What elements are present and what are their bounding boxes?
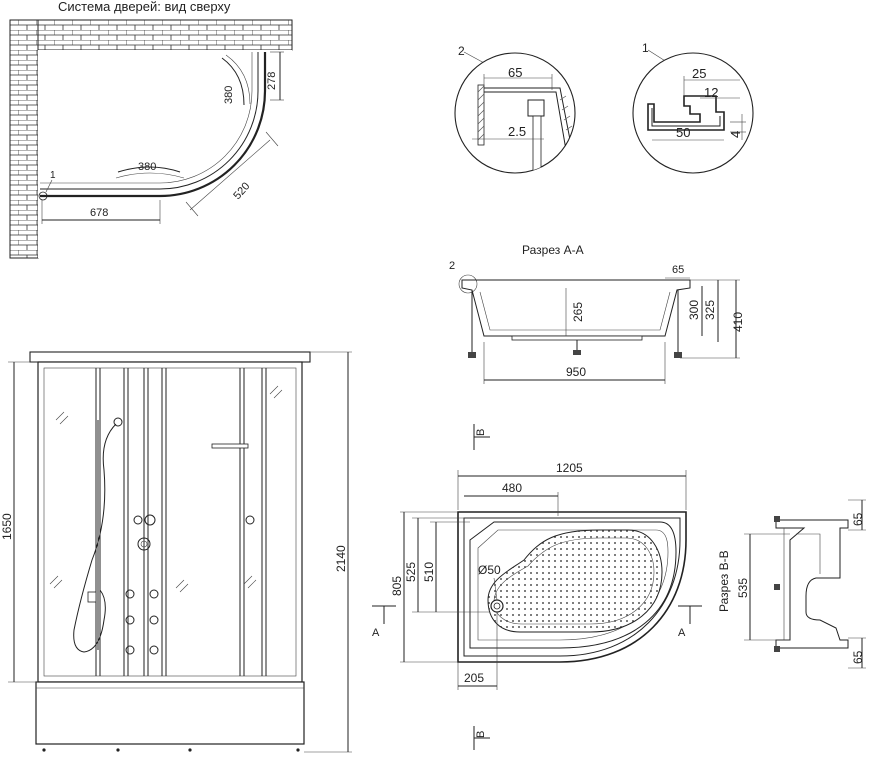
section-aa-dim-325: 325 — [703, 300, 717, 320]
plan-dim-805: 805 — [390, 576, 404, 596]
door-sweep-bottom — [117, 166, 181, 173]
dim-380-horizontal: 380 — [138, 161, 156, 173]
door-sweep-top — [221, 57, 245, 106]
section-aa-callout: 2 — [449, 260, 455, 272]
plan-dim-480: 480 — [502, 481, 522, 495]
section-aa-dim-300: 300 — [687, 300, 701, 320]
dim-380-vertical: 380 — [223, 86, 235, 104]
plan-dim-diam50: Ø50 — [478, 563, 501, 577]
section-bb-dim-535: 535 — [736, 578, 750, 598]
callout-1-circle — [38, 191, 48, 201]
section-aa-dim-265: 265 — [571, 302, 585, 322]
front-dim-2140: 2140 — [334, 545, 348, 572]
detail-2-dim-2-5: 2.5 — [508, 124, 526, 139]
cut-b-top: B — [475, 429, 487, 436]
front-dim-1650: 1650 — [0, 513, 14, 540]
cut-a-right: A — [678, 627, 686, 639]
shelf — [211, 443, 249, 449]
section-aa-title: Разрез А-А — [522, 243, 584, 257]
tray-outline — [40, 52, 267, 198]
plan-dim-525: 525 — [404, 562, 418, 582]
callout-1-label: 1 — [50, 170, 56, 181]
detail-1-dim-4: 4 — [728, 131, 743, 138]
brick-wall-top — [9, 19, 293, 51]
section-aa: Разрез А-А 2 950 265 65 300 325 410 — [449, 243, 745, 384]
detail-2: 2 65 2.5 — [454, 44, 576, 174]
section-aa-dim-65: 65 — [672, 264, 684, 276]
section-aa-dim-410: 410 — [731, 312, 745, 332]
cabin-roof — [29, 351, 311, 363]
detail-1-dim-50: 50 — [676, 125, 690, 140]
cut-a-left: A — [372, 627, 380, 639]
plan-dim-205: 205 — [464, 671, 484, 685]
section-bb: Разрез В-В 65 65 535 — [717, 499, 866, 669]
section-bb-dim-65-top: 65 — [851, 512, 865, 526]
jet — [125, 589, 135, 599]
detail-1-dim-12: 12 — [704, 85, 718, 100]
plan-dim-510: 510 — [422, 562, 436, 582]
plan-view: B B Ø50 A A 1205 480 805 — [372, 424, 702, 750]
top-view-title: Система дверей: вид сверху — [58, 0, 231, 14]
section-bb-profile — [775, 519, 849, 649]
detail-1-dim-25: 25 — [692, 66, 706, 81]
brick-wall-left — [9, 19, 39, 259]
detail-2-number: 2 — [458, 44, 465, 58]
section-aa-dim-950: 950 — [566, 365, 586, 379]
plan-dim-1205: 1205 — [556, 461, 583, 475]
door-handle-right — [245, 515, 255, 525]
detail-1: 1 25 12 50 4 — [632, 41, 754, 174]
detail-2-circle — [454, 52, 576, 174]
section-bb-dim-65-bottom: 65 — [851, 650, 865, 664]
detail-2-dim-65: 65 — [508, 65, 522, 80]
cabin-frame — [37, 361, 303, 683]
section-bb-title: Разрез В-В — [717, 550, 731, 612]
tray-bowl — [487, 529, 663, 633]
drain — [490, 599, 504, 613]
door-handle-left — [133, 515, 143, 525]
cabin-base — [35, 681, 305, 745]
top-view: Система дверей: вид сверху 278 380 380 5… — [9, 0, 293, 259]
section-aa-tub — [461, 279, 691, 337]
cut-b-bottom: B — [475, 731, 487, 738]
front-view: 1650 2140 — [0, 351, 352, 753]
dim-278: 278 — [266, 72, 278, 90]
detail-1-profile — [647, 95, 725, 131]
dim-678: 678 — [90, 207, 108, 219]
detail-1-number: 1 — [642, 41, 649, 55]
